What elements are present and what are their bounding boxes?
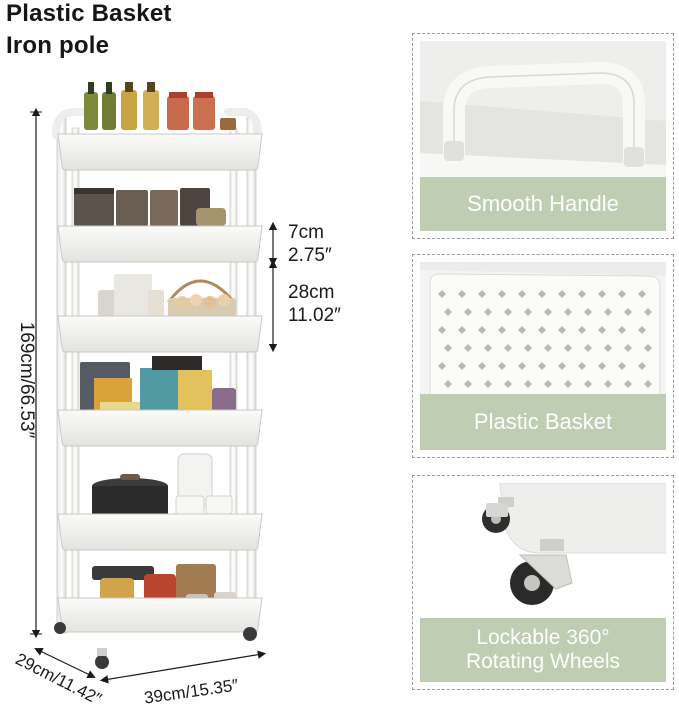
tray-6 bbox=[57, 597, 263, 633]
basket-hole bbox=[604, 344, 612, 352]
basket-hole bbox=[458, 362, 466, 370]
right-handle-icon bbox=[224, 108, 262, 139]
basket-hole bbox=[578, 326, 586, 334]
basket-hole bbox=[464, 344, 472, 352]
basket-hole bbox=[444, 344, 452, 352]
basket-hole bbox=[578, 290, 586, 298]
title-line-2: Iron pole bbox=[6, 32, 110, 59]
basket-hole bbox=[498, 326, 506, 334]
basket-hole bbox=[638, 362, 646, 370]
basket-hole bbox=[604, 380, 612, 388]
basket-hole bbox=[484, 344, 492, 352]
basket-hole bbox=[478, 290, 486, 298]
basket-hole bbox=[504, 308, 512, 316]
cart-illustration: 169cm/66.53″ 7cm 2.75″ 28cm 11.02″ 29cm/… bbox=[12, 82, 341, 709]
basket-hole bbox=[544, 308, 552, 316]
basket-hole bbox=[584, 308, 592, 316]
basket-hole bbox=[584, 344, 592, 352]
depth-dimension: 29cm/11.42″ bbox=[12, 648, 105, 709]
basket-hole bbox=[444, 380, 452, 388]
basket-hole bbox=[478, 362, 486, 370]
basket-hole bbox=[564, 308, 572, 316]
basket-hole bbox=[544, 344, 552, 352]
basket-hole bbox=[504, 380, 512, 388]
basket-hole bbox=[558, 290, 566, 298]
basket-hole bbox=[624, 380, 632, 388]
basket-hole bbox=[438, 362, 446, 370]
basket-hole bbox=[644, 344, 652, 352]
feature-label-basket: Plastic Basket bbox=[420, 394, 666, 450]
basket-hole bbox=[604, 308, 612, 316]
basket-hole bbox=[644, 380, 652, 388]
feature-label-wheels: Lockable 360° Rotating Wheels bbox=[420, 618, 666, 682]
left-handle-icon bbox=[52, 108, 90, 139]
basket-hole bbox=[644, 308, 652, 316]
basket-hole bbox=[538, 290, 546, 298]
basket-hole bbox=[544, 380, 552, 388]
basket-hole bbox=[518, 290, 526, 298]
basket-hole bbox=[598, 290, 606, 298]
basket-hole bbox=[524, 344, 532, 352]
basket-hole bbox=[624, 308, 632, 316]
gap-small-in-label: 2.75″ bbox=[288, 245, 332, 266]
basket-hole bbox=[584, 380, 592, 388]
gap-large-dimension: 28cm 11.02″ bbox=[268, 259, 341, 353]
basket-hole bbox=[478, 326, 486, 334]
basket-hole bbox=[444, 308, 452, 316]
basket-hole bbox=[484, 380, 492, 388]
basket-hole bbox=[524, 308, 532, 316]
basket-hole bbox=[578, 362, 586, 370]
tier-2-items bbox=[74, 188, 226, 226]
feature-panel-basket: Plastic Basket bbox=[412, 254, 674, 458]
depth-label: 29cm/11.42″ bbox=[12, 649, 104, 708]
feature-label-handle: Smooth Handle bbox=[420, 177, 666, 231]
basket-hole bbox=[558, 326, 566, 334]
basket-hole bbox=[538, 326, 546, 334]
basket-hole bbox=[564, 344, 572, 352]
feature-panel-wheels: Lockable 360° Rotating Wheels bbox=[412, 475, 674, 690]
basket-hole bbox=[464, 308, 472, 316]
basket-hole bbox=[538, 362, 546, 370]
feature-panel-handle: Smooth Handle bbox=[412, 33, 674, 239]
gap-large-in-label: 11.02″ bbox=[288, 305, 341, 326]
basket-hole bbox=[498, 290, 506, 298]
basket-hole bbox=[618, 290, 626, 298]
tray-2 bbox=[57, 225, 263, 263]
basket-hole bbox=[518, 326, 526, 334]
gap-small-cm-label: 7cm bbox=[288, 222, 324, 243]
height-dimension: 169cm/66.53″ bbox=[16, 107, 42, 639]
width-dimension: 39cm/15.35″ bbox=[99, 650, 267, 708]
tray-3 bbox=[57, 315, 263, 353]
basket-hole bbox=[458, 290, 466, 298]
basket-hole bbox=[438, 290, 446, 298]
basket-hole bbox=[484, 308, 492, 316]
basket-hole bbox=[558, 362, 566, 370]
basket-hole bbox=[498, 362, 506, 370]
basket-hole bbox=[618, 362, 626, 370]
basket-hole bbox=[464, 380, 472, 388]
tray-5 bbox=[57, 513, 263, 551]
basket-hole bbox=[458, 326, 466, 334]
basket-hole bbox=[564, 380, 572, 388]
tray-4 bbox=[57, 409, 263, 447]
basket-hole bbox=[504, 344, 512, 352]
gap-large-cm-label: 28cm bbox=[288, 282, 334, 303]
basket-hole bbox=[618, 326, 626, 334]
basket-hole bbox=[598, 326, 606, 334]
tier-1-items bbox=[84, 82, 236, 130]
gap-small-dimension: 7cm 2.75″ bbox=[268, 221, 332, 267]
basket-hole bbox=[624, 344, 632, 352]
basket-hole bbox=[438, 326, 446, 334]
basket-hole bbox=[598, 362, 606, 370]
height-label: 169cm/66.53″ bbox=[16, 322, 37, 439]
basket-icon bbox=[420, 262, 666, 450]
trays bbox=[57, 133, 263, 633]
basket-hole bbox=[524, 380, 532, 388]
basket-hole bbox=[638, 290, 646, 298]
title-line-1: Plastic Basket bbox=[6, 0, 172, 27]
basket-hole bbox=[638, 326, 646, 334]
tray-1 bbox=[57, 133, 263, 171]
width-label: 39cm/15.35″ bbox=[143, 676, 240, 708]
basket-hole bbox=[518, 362, 526, 370]
